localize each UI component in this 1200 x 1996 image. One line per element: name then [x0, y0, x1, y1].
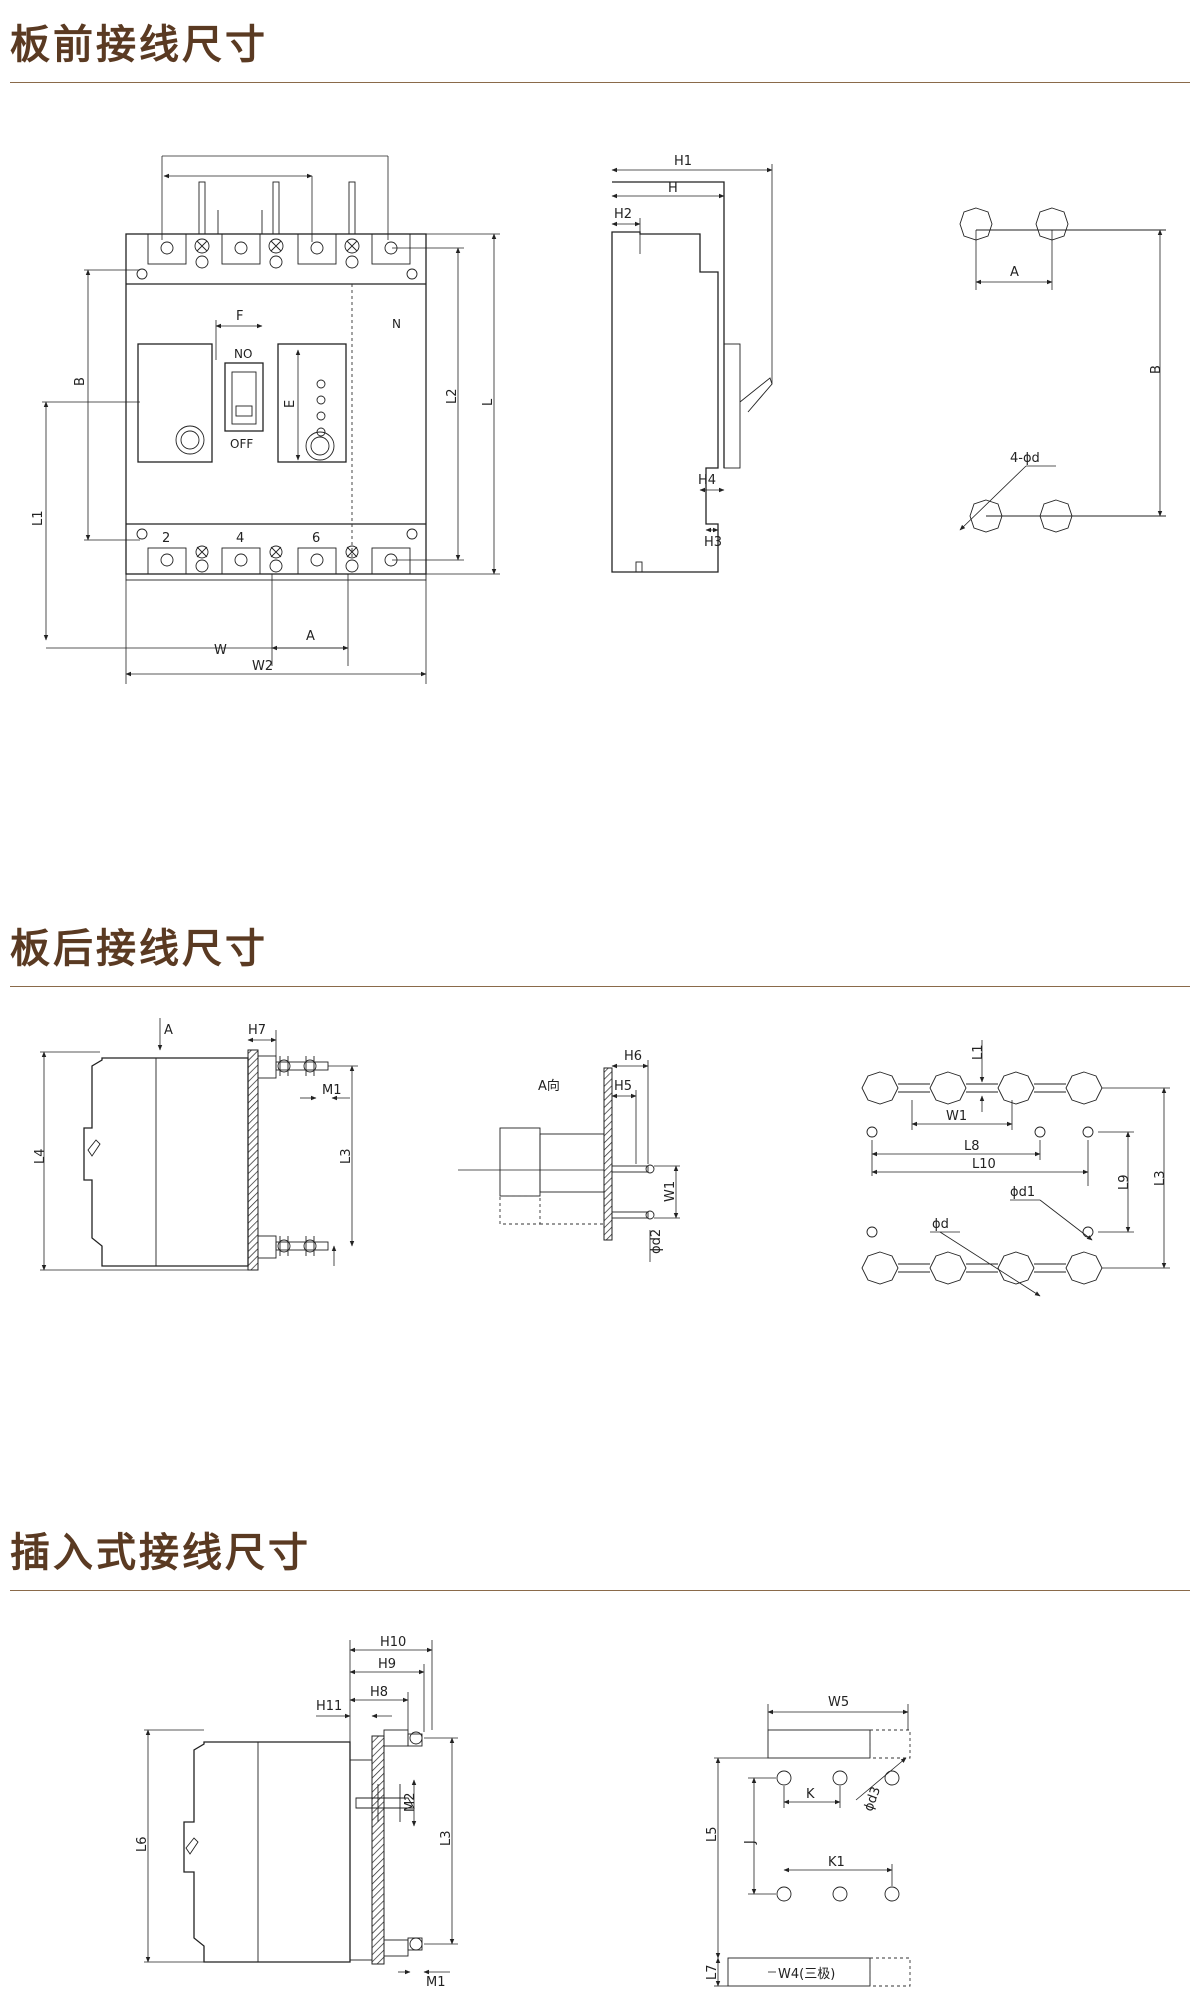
dim-l3: L3	[339, 1148, 354, 1164]
dim-w1: W1	[663, 1181, 678, 1202]
dim-j: J	[743, 1840, 758, 1845]
dim-l3: L3	[439, 1830, 454, 1846]
rear-side-drawing: A H7 M1 L3 L4	[33, 1018, 358, 1271]
section-title-rear: 板后接线尺寸	[10, 926, 268, 972]
dim-h8: H8	[370, 1685, 388, 1700]
dim-h1: H1	[674, 154, 692, 169]
section-title-front: 板前接线尺寸	[10, 22, 268, 68]
plugin-side-drawing: H10 H9 H8 H11 L6 M2 L3 M1	[135, 1635, 458, 1990]
dim-w1: W1	[946, 1109, 967, 1124]
switch-off-label: OFF	[230, 437, 253, 451]
section-divider	[10, 1590, 1190, 1591]
section-divider	[10, 82, 1190, 83]
switch-on-label: NO	[234, 347, 252, 361]
dim-f: F	[236, 309, 243, 324]
dim-b: B	[73, 377, 88, 386]
dim-w4: W4(三极)	[778, 1967, 835, 1982]
rear-hole-pattern: L1 W1 L8 L10 L9 L3 ϕd1 ϕd	[861, 1040, 1170, 1297]
dim-h3: H3	[704, 535, 722, 550]
terminal-label-2: 2	[162, 531, 170, 546]
dim-l10: L10	[972, 1157, 996, 1172]
dim-l5: L5	[705, 1826, 720, 1842]
dim-l1: L1	[31, 510, 46, 526]
dim-hole: 4-ϕd	[1010, 451, 1040, 466]
section-divider	[10, 986, 1190, 987]
front-side-drawing: H1 H H2 H4 H3	[611, 154, 773, 573]
dim-l1: L1	[971, 1044, 986, 1060]
dim-l6: L6	[135, 1836, 150, 1852]
dim-d1: ϕd1	[1010, 1185, 1035, 1200]
dim-a: A	[1010, 265, 1019, 280]
dim-h10: H10	[380, 1635, 406, 1650]
dim-w2: W2	[252, 659, 273, 674]
dim-k: K	[806, 1787, 815, 1802]
section-title-plugin: 插入式接线尺寸	[10, 1530, 311, 1576]
dim-h9: H9	[378, 1657, 396, 1672]
dim-l7: L7	[705, 1964, 720, 1980]
dim-l: L	[481, 398, 496, 406]
dim-e: E	[283, 400, 298, 408]
dim-l3: L3	[1153, 1170, 1168, 1186]
dim-l4: L4	[33, 1148, 48, 1164]
dim-d: ϕd	[932, 1217, 949, 1232]
dim-w5: W5	[828, 1695, 849, 1710]
dim-h5: H5	[614, 1079, 632, 1094]
dim-h4: H4	[698, 473, 716, 488]
dim-h6: H6	[624, 1049, 642, 1064]
dim-h: H	[668, 181, 678, 196]
rear-view-drawing: A向 H6 H5 W1 ϕd2	[458, 1049, 680, 1262]
terminal-label-4: 4	[236, 531, 244, 546]
dim-a: A	[306, 629, 315, 644]
dim-h2: H2	[614, 207, 632, 222]
dim-b: B	[1149, 365, 1164, 374]
dim-l8: L8	[964, 1139, 980, 1154]
dim-m1: M1	[426, 1975, 446, 1990]
view-direction-title: A向	[538, 1078, 560, 1094]
dim-a: A	[164, 1023, 173, 1038]
dim-m2: M2	[403, 1793, 418, 1813]
dim-h11: H11	[316, 1699, 342, 1714]
dim-d3: ϕd3	[861, 1785, 884, 1814]
front-main-drawing: 2 4 6 NO OFF N F E B	[31, 155, 500, 684]
dim-l9: L9	[1117, 1174, 1132, 1190]
terminal-label-6: 6	[312, 531, 320, 546]
dim-h7: H7	[248, 1023, 266, 1038]
plugin-base-drawing: W5 K ϕd3 J L5 K1 L7 W4(三极)	[705, 1695, 911, 1987]
dim-k1: K1	[828, 1855, 845, 1870]
dim-d2: ϕd2	[649, 1229, 664, 1254]
dim-w: W	[214, 643, 227, 658]
dim-l2: L2	[445, 388, 460, 404]
n-label: N	[392, 317, 401, 331]
dim-m1: M1	[322, 1083, 342, 1098]
front-hole-pattern: A B 4-ϕd	[959, 207, 1166, 533]
